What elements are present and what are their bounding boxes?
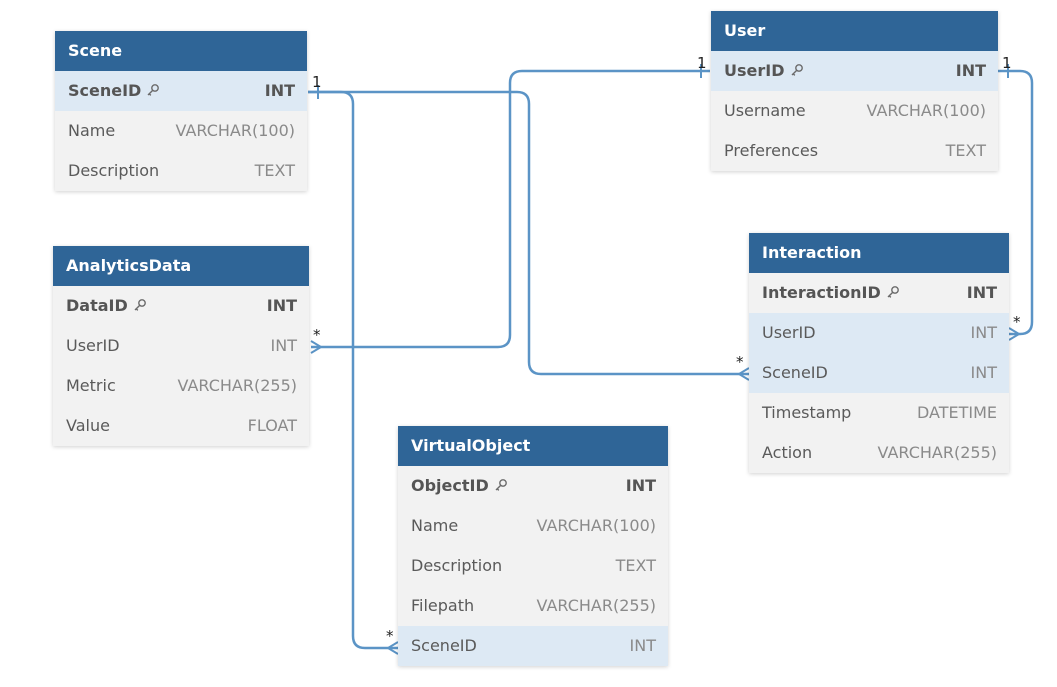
entity-field-pk[interactable]: DataID INT	[53, 286, 309, 326]
field-name: SceneID	[762, 363, 828, 382]
cardinality-analytics-many: *	[313, 326, 321, 344]
entity-interaction[interactable]: Interaction InteractionID INT UserID INT…	[749, 233, 1009, 473]
field-type: INT	[270, 336, 297, 355]
connector-scene-interaction	[308, 90, 749, 376]
field-type: FLOAT	[247, 416, 297, 435]
entity-title: User	[711, 11, 998, 51]
field-type: INT	[955, 61, 986, 80]
entity-scene[interactable]: Scene SceneID INT Name VARCHAR(100) Desc…	[55, 31, 307, 191]
field-type: INT	[970, 363, 997, 382]
field-type: TEXT	[254, 161, 295, 180]
connector-user-analytics	[311, 69, 710, 349]
entity-user[interactable]: User UserID INT Username VARCHAR(100) Pr…	[711, 11, 998, 171]
field-type: INT	[264, 81, 295, 100]
entity-analyticsdata[interactable]: AnalyticsData DataID INT UserID INT Metr…	[53, 246, 309, 446]
key-icon	[886, 274, 900, 314]
cardinality-scene-one: 1	[312, 73, 322, 91]
connector-scene-virtualobject	[308, 90, 398, 650]
field-name: Name	[411, 516, 459, 535]
key-icon	[133, 287, 147, 327]
field-name: UserID	[724, 61, 785, 80]
field-name: InteractionID	[762, 283, 881, 302]
field-type: VARCHAR(100)	[175, 121, 295, 140]
field-name: Description	[411, 556, 503, 575]
entity-field-pk[interactable]: ObjectID INT	[398, 466, 668, 506]
field-name: Timestamp	[762, 403, 852, 422]
entity-field[interactable]: Metric VARCHAR(255)	[53, 366, 309, 406]
cardinality-interaction-userid-many: *	[1013, 313, 1021, 331]
entity-field-pk[interactable]: UserID INT	[711, 51, 998, 91]
field-name: SceneID	[68, 81, 142, 100]
field-name: DataID	[66, 296, 128, 315]
cardinality-user-left-one: 1	[697, 54, 707, 72]
entity-field[interactable]: Filepath VARCHAR(255)	[398, 586, 668, 626]
field-name: Filepath	[411, 596, 475, 615]
field-name: ObjectID	[411, 476, 489, 495]
key-icon	[790, 52, 804, 92]
field-name: Metric	[66, 376, 116, 395]
entity-field-pk[interactable]: InteractionID INT	[749, 273, 1009, 313]
entity-field[interactable]: Username VARCHAR(100)	[711, 91, 998, 131]
entity-virtualobject[interactable]: VirtualObject ObjectID INT Name VARCHAR(…	[398, 426, 668, 666]
entity-field[interactable]: Timestamp DATETIME	[749, 393, 1009, 433]
field-type: INT	[970, 323, 997, 342]
field-type: VARCHAR(255)	[877, 443, 997, 462]
field-name: Description	[68, 161, 160, 180]
field-name: UserID	[66, 336, 120, 355]
field-type: VARCHAR(255)	[536, 596, 656, 615]
cardinality-virtualobject-many: *	[386, 627, 394, 645]
key-icon	[146, 72, 160, 112]
entity-field[interactable]: Description TEXT	[55, 151, 307, 191]
entity-field[interactable]: UserID INT	[53, 326, 309, 366]
key-icon	[494, 467, 508, 507]
field-type: INT	[966, 283, 997, 302]
cardinality-interaction-sceneid-many: *	[736, 353, 744, 371]
field-type: VARCHAR(255)	[177, 376, 297, 395]
entity-title: AnalyticsData	[53, 246, 309, 286]
field-name: Name	[68, 121, 116, 140]
entity-field[interactable]: Preferences TEXT	[711, 131, 998, 171]
field-type: VARCHAR(100)	[536, 516, 656, 535]
entity-field[interactable]: SceneID INT	[749, 353, 1009, 393]
field-type: TEXT	[945, 141, 986, 160]
field-type: TEXT	[615, 556, 656, 575]
cardinality-user-right-one: 1	[1002, 54, 1012, 72]
field-type: DATETIME	[916, 403, 997, 422]
entity-field[interactable]: Name VARCHAR(100)	[398, 506, 668, 546]
entity-title: VirtualObject	[398, 426, 668, 466]
field-type: VARCHAR(100)	[866, 101, 986, 120]
entity-field[interactable]: SceneID INT	[398, 626, 668, 666]
field-type: INT	[629, 636, 656, 655]
entity-title: Scene	[55, 31, 307, 71]
entity-field[interactable]: Value FLOAT	[53, 406, 309, 446]
field-name: Preferences	[724, 141, 819, 160]
field-name: Username	[724, 101, 806, 120]
field-type: INT	[266, 296, 297, 315]
entity-field[interactable]: Action VARCHAR(255)	[749, 433, 1009, 473]
entity-field[interactable]: Description TEXT	[398, 546, 668, 586]
entity-field-pk[interactable]: SceneID INT	[55, 71, 307, 111]
entity-field[interactable]: UserID INT	[749, 313, 1009, 353]
field-name: SceneID	[411, 636, 477, 655]
field-name: UserID	[762, 323, 816, 342]
field-name: Value	[66, 416, 110, 435]
entity-field[interactable]: Name VARCHAR(100)	[55, 111, 307, 151]
field-type: INT	[625, 476, 656, 495]
entity-title: Interaction	[749, 233, 1009, 273]
field-name: Action	[762, 443, 813, 462]
